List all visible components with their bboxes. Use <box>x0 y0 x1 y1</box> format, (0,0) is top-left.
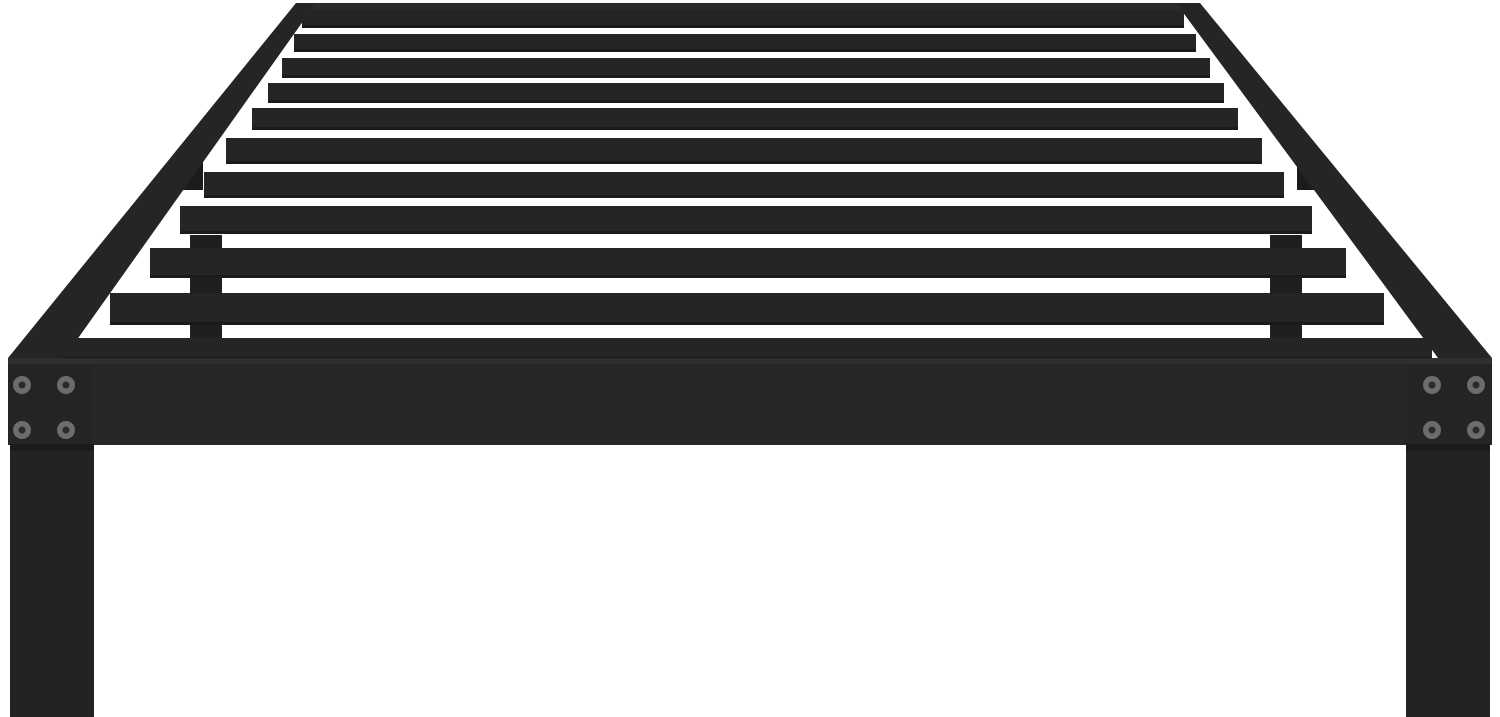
slat-7 <box>204 172 1284 198</box>
front-rail-top-edge <box>8 358 1492 364</box>
bolt-6-center <box>1472 381 1480 389</box>
slat-10 <box>110 293 1384 325</box>
slat-3 <box>282 58 1210 78</box>
bolt-1-center <box>18 381 26 389</box>
front-right-leg <box>1406 443 1490 717</box>
slat-5-shadow <box>252 127 1238 130</box>
bolt-2-center <box>62 381 70 389</box>
bolt-3-center <box>18 426 26 434</box>
slat-3-shadow <box>282 75 1210 78</box>
slat-9 <box>150 248 1346 278</box>
bolt-4-center <box>62 426 70 434</box>
left-side-rail <box>8 3 316 358</box>
front-left-leg-shadow <box>10 443 94 451</box>
slat-1 <box>302 10 1184 28</box>
slat-5 <box>252 108 1238 130</box>
slat-2 <box>294 34 1196 52</box>
front-right-leg-shadow <box>1406 443 1490 451</box>
front-left-leg <box>10 443 94 717</box>
slat-4-shadow <box>268 100 1224 103</box>
slat-2-shadow <box>294 49 1196 52</box>
slat-8-shadow <box>180 231 1312 234</box>
front-rail <box>8 358 1492 445</box>
slat-6-shadow <box>226 161 1262 164</box>
bolt-8-center <box>1472 426 1480 434</box>
slat-7-shadow <box>204 195 1284 198</box>
slat-10-shadow <box>110 322 1384 325</box>
slat-11 <box>60 338 1432 360</box>
bolt-5-center <box>1428 381 1436 389</box>
slat-1-shadow <box>302 25 1184 28</box>
bolts-group <box>13 376 1485 439</box>
slats-group <box>60 10 1432 360</box>
slat-6 <box>226 138 1262 164</box>
slat-8 <box>180 206 1312 234</box>
right-side-rail <box>1176 3 1492 358</box>
slat-9-shadow <box>150 275 1346 278</box>
bolt-7-center <box>1428 426 1436 434</box>
slat-4 <box>268 83 1224 103</box>
